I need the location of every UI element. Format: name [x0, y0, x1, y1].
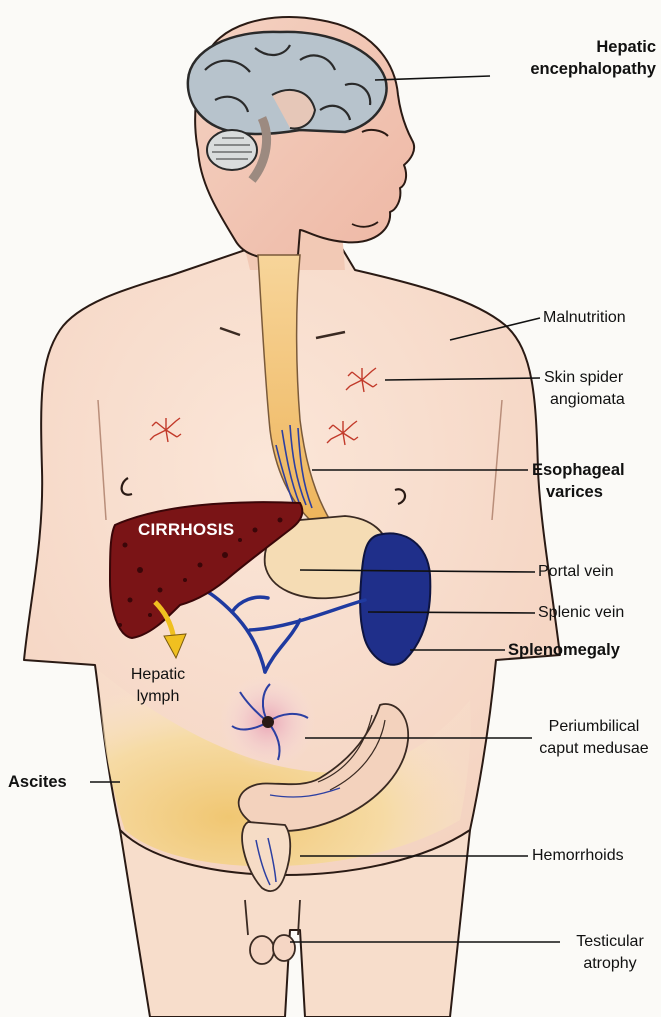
label-ascites: Ascites [8, 771, 67, 793]
label-cirrhosis: CIRRHOSIS [138, 520, 234, 540]
label-portal-vein: Portal vein [538, 561, 614, 583]
label-periumbilical-caput-medusae: Periumbilical caput medusae [532, 716, 656, 760]
label-esophageal-varices: Esophageal varices [532, 459, 625, 503]
label-hemorrhoids: Hemorrhoids [532, 845, 624, 867]
caput-medusae [220, 674, 316, 770]
label-hepatic-lymph: Hepatic lymph [118, 664, 198, 708]
label-testicular-atrophy: Testicular atrophy [562, 931, 658, 975]
label-splenic-vein: Splenic vein [538, 602, 624, 624]
label-splenomegaly: Splenomegaly [508, 639, 620, 661]
label-malnutrition: Malnutrition [543, 307, 626, 329]
label-skin-spider-angiomata: Skin spider angiomata [544, 367, 625, 411]
label-hepatic-encephalopathy: Hepatic encephalopathy [470, 36, 656, 80]
